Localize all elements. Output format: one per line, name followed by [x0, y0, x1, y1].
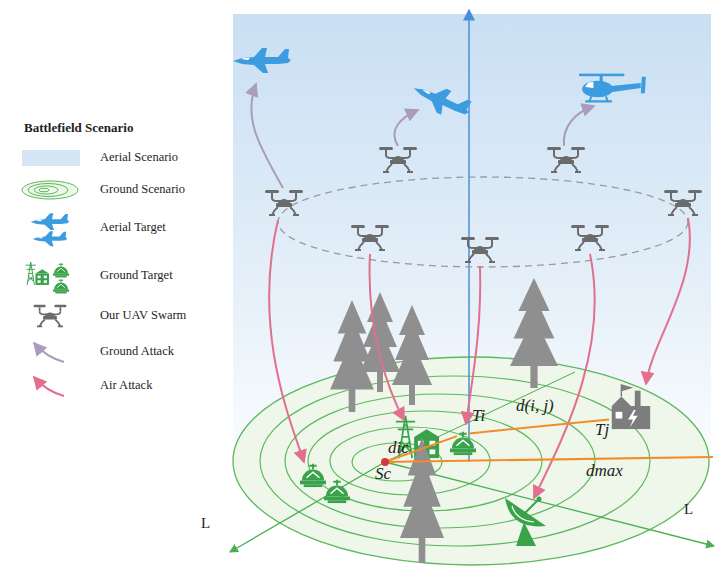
center-point: Sc	[381, 458, 389, 466]
target-anchor: Ti	[457, 428, 469, 440]
uav	[379, 147, 417, 172]
uav	[571, 225, 609, 250]
uav	[265, 190, 303, 215]
target-label: Tj	[595, 420, 609, 440]
ground-axis	[230, 462, 385, 552]
ground-target	[324, 480, 350, 503]
legend-text: Air Attack	[100, 378, 152, 393]
ground-attack-arrow	[251, 84, 283, 188]
distance-label: dic	[388, 438, 409, 458]
legend-text: Aerial Target	[100, 220, 166, 235]
legend-ground-sample	[28, 184, 68, 197]
air-attack-arrow	[646, 218, 690, 384]
legend-ground-target-sample	[26, 262, 49, 285]
legend-text: Our UAV Swarm	[100, 308, 186, 323]
legend-title: Battlefield Scenario	[24, 120, 133, 136]
legend-ground-sample	[39, 188, 49, 192]
legend-ground-target-sample	[53, 279, 69, 293]
uav	[547, 147, 585, 172]
uav	[461, 237, 499, 262]
distance-line	[469, 420, 609, 434]
air-attack-arrow	[269, 220, 304, 462]
legend-air-attack-sample	[34, 377, 64, 396]
uav	[351, 225, 389, 250]
ground-target	[505, 497, 546, 547]
legend-uav-sample	[34, 305, 67, 327]
distance-label: d(i, j)	[516, 396, 554, 416]
aerial-target	[409, 76, 474, 125]
air-attack-arrow	[370, 254, 404, 420]
legend-text: Aerial Scenario	[100, 150, 178, 165]
legend-aerial-sample	[31, 213, 70, 230]
distance-line	[389, 436, 457, 460]
aerial-target	[233, 48, 291, 73]
distance-label: dmax	[586, 461, 623, 481]
legend-text: Ground Scenario	[100, 182, 185, 197]
legend-text: Ground Target	[100, 268, 173, 283]
target-anchor: Tj	[609, 413, 621, 425]
axis-label: L	[201, 515, 210, 532]
ground-attack-arrow	[564, 106, 594, 146]
legend-text: Ground Attack	[100, 344, 174, 359]
legend-ground-sample	[34, 186, 58, 194]
ground-target	[300, 464, 326, 487]
ground-target	[450, 432, 476, 455]
ground-target	[612, 385, 650, 429]
legend-ground-attack-sample	[34, 343, 64, 362]
ground-attack-arrow	[394, 110, 418, 146]
legend-ground-sample	[22, 181, 78, 199]
legend-swatch	[22, 150, 80, 166]
tree	[360, 292, 400, 392]
tree	[392, 305, 432, 405]
aerial-target	[579, 74, 646, 102]
uav	[664, 190, 702, 215]
legend-ground-target-sample	[53, 263, 69, 277]
target-label: Sc	[375, 464, 391, 484]
swarm-orbit	[278, 177, 688, 267]
tree	[510, 278, 558, 388]
target-label: Ti	[472, 406, 485, 426]
max-distance-line	[385, 457, 713, 462]
legend-aerial-sample	[33, 231, 68, 246]
air-attack-arrow	[534, 254, 595, 498]
air-attack-arrow	[466, 266, 480, 424]
axis-label: L	[684, 501, 693, 518]
